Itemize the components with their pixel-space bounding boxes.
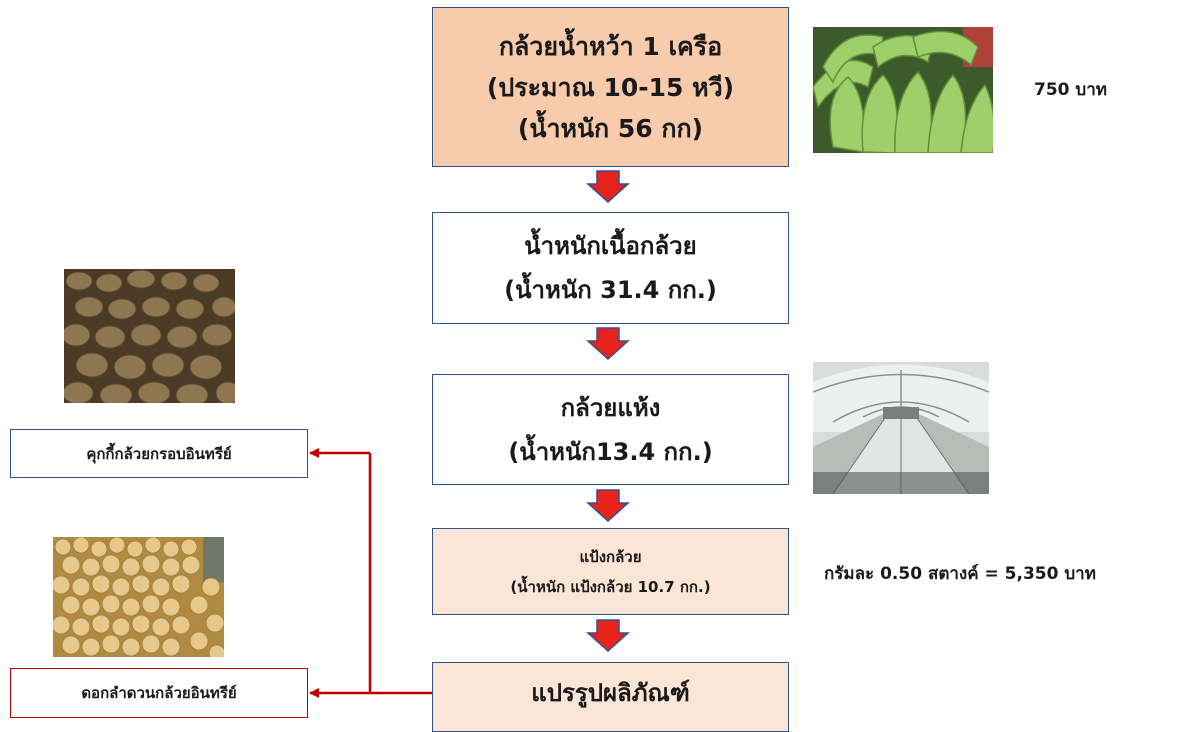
step2-title: น้ำหนักเนื้อกล้วย [524,232,697,260]
down-arrow-1 [586,170,630,204]
banana-cookie-photo [64,269,235,403]
step2-weight: (น้ำหนัก 31.4 กก.) [504,276,717,304]
step5-title: แปรรูปผลิภัณฑ์ [531,678,690,707]
flour-price: กรัมละ 0.50 สตางค์ = 5,350 บาท [824,564,1096,584]
branch-connector [309,448,432,698]
step3-title: กล้วยแห้ง [560,393,661,422]
down-arrow-2 [586,327,630,361]
banana-flower-snack-photo [53,537,224,657]
step-banana-bunch-box: กล้วยน้ำหว้า 1 เครือ (ประมาณ 10-15 หวี) … [432,7,789,167]
step-dried-banana-box: กล้วยแห้ง (น้ำหนัก13.4 กก.) [432,374,789,485]
green-banana-photo [813,27,993,153]
product-flower-box: ดอกลำดวนกล้วยอินทรีย์ [10,668,308,718]
step-flesh-weight-box: น้ำหนักเนื้อกล้วย (น้ำหนัก 31.4 กก.) [432,212,789,324]
step1-hands: (ประมาณ 10-15 หวี) [486,72,735,102]
product-cookie-box: คุกกี้กล้วยกรอบอินทรีย์ [10,429,308,478]
solar-dryer-photo [813,362,989,494]
step1-weight: (น้ำหนัก 56 กก) [517,113,704,143]
product-cookie-label: คุกกี้กล้วยกรอบอินทรีย์ [86,444,232,463]
product-flower-label: ดอกลำดวนกล้วยอินทรีย์ [81,684,237,702]
down-arrow-3 [586,489,630,523]
down-arrow-4 [586,619,630,653]
step-banana-flour-box: แป้งกล้วย (น้ำหนัก แป้งกล้วย 10.7 กก.) [432,528,789,615]
bunch-price: 750 บาท [1034,80,1107,100]
step1-title: กล้วยน้ำหว้า 1 เครือ [498,31,723,61]
step4-title: แป้งกล้วย [579,547,642,566]
step4-weight: (น้ำหนัก แป้งกล้วย 10.7 กก.) [510,577,711,596]
step3-weight: (น้ำหนัก13.4 กก.) [508,437,713,466]
step-processing-box: แปรรูปผลิภัณฑ์ [432,662,789,732]
